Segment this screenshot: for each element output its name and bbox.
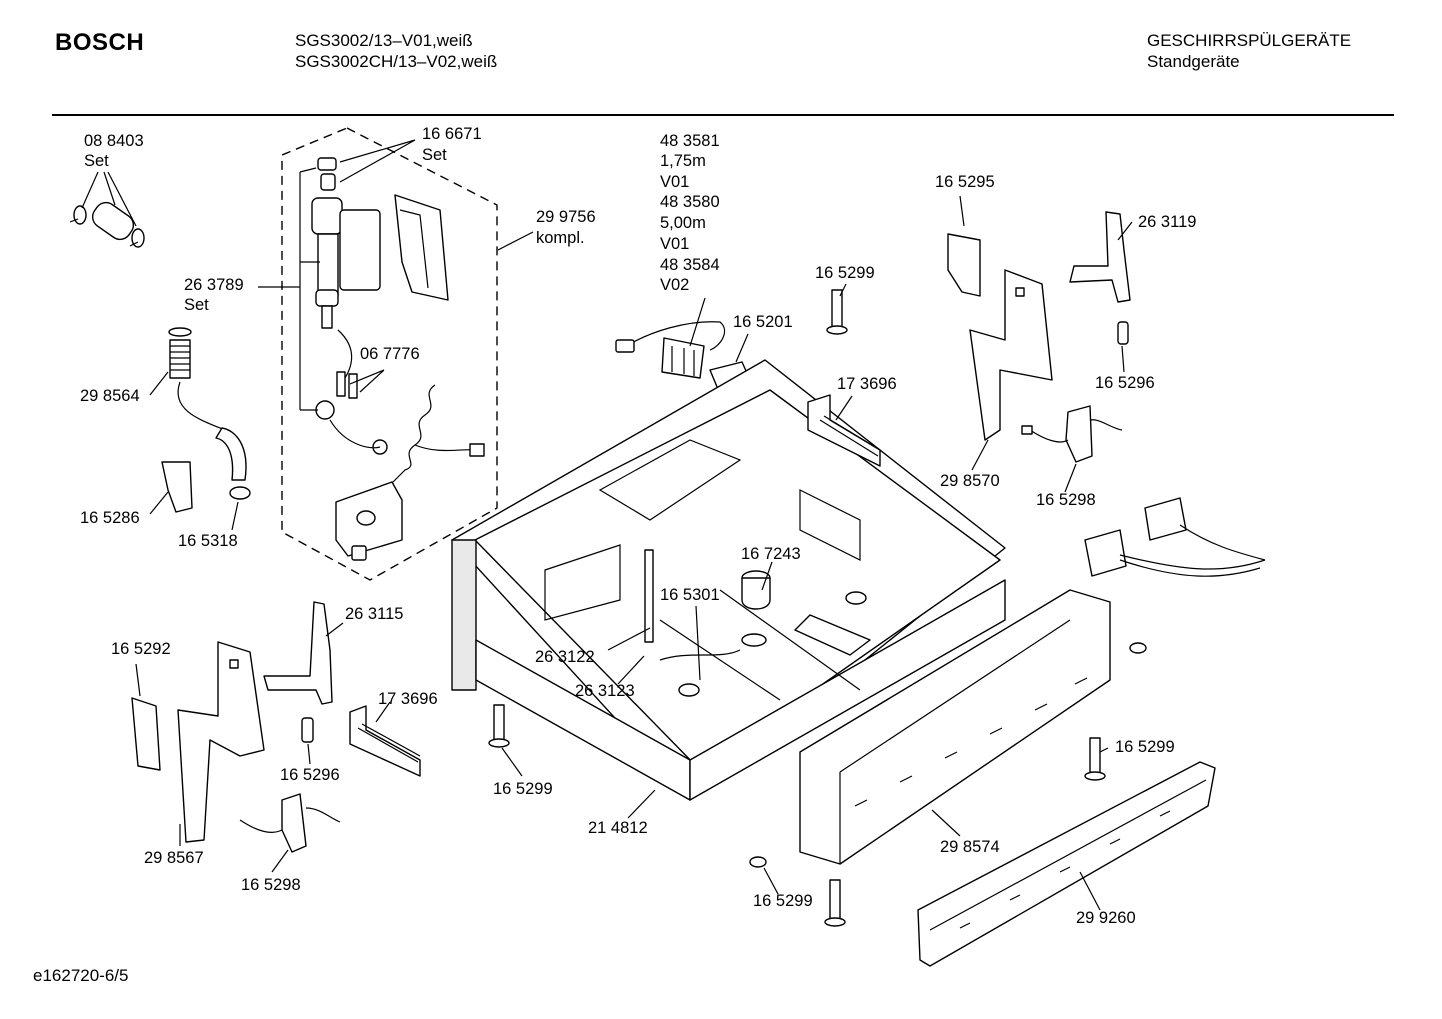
label-167243: 16 7243 xyxy=(741,545,801,563)
label-483584: 48 3584 xyxy=(660,256,720,274)
bracket-29-8567 xyxy=(177,641,265,843)
label-298570: 29 8570 xyxy=(940,472,1000,490)
screw-small-right xyxy=(1129,642,1147,654)
spring-17-3696-right xyxy=(807,394,881,467)
valve-group-outline xyxy=(281,127,498,581)
clip-16-5286 xyxy=(161,461,193,513)
clip-16-5296-right xyxy=(1117,321,1129,345)
label-165286: 16 5286 xyxy=(80,509,140,527)
leader-lines xyxy=(81,139,1133,911)
part-labels: 08 8403 Set 16 6671 Set 29 9756 kompl. 2… xyxy=(80,125,1196,927)
wire-harness-connector xyxy=(1084,497,1266,577)
model-line-1: SGS3002/13–V01,weiß xyxy=(295,31,473,50)
clip-16-5296-left xyxy=(301,717,314,743)
front-panel-29-8574 xyxy=(799,589,1111,865)
cover-16-5292 xyxy=(131,697,161,771)
screw-16-5299-bottom xyxy=(749,856,846,927)
label-263789: 26 3789 xyxy=(184,276,244,294)
label-088403: 08 8403 xyxy=(84,132,144,150)
label-165298-right: 16 5298 xyxy=(1036,491,1096,509)
valve-bracket xyxy=(335,481,403,561)
label-483581: 48 3581 xyxy=(660,132,720,150)
label-299756: 29 9756 xyxy=(536,208,596,226)
label-298567: 29 8567 xyxy=(144,849,204,867)
label-165299-right: 16 5299 xyxy=(1115,738,1175,756)
label-214812: 21 4812 xyxy=(588,819,648,837)
label-067776: 06 7776 xyxy=(360,345,420,363)
category-title: GESCHIRRSPÜLGERÄTE xyxy=(1147,31,1352,50)
label-166671: 16 6671 xyxy=(422,125,482,143)
label-v01-a: V01 xyxy=(660,173,689,191)
label-483580: 48 3580 xyxy=(660,193,720,211)
cover-16-5295 xyxy=(947,233,981,297)
screw-16-5299-right xyxy=(1084,737,1106,781)
bracket-26-3119 xyxy=(1069,211,1131,303)
label-263123: 26 3123 xyxy=(575,682,635,700)
sensor-16-5298-left xyxy=(239,793,341,853)
label-165299-top: 16 5299 xyxy=(815,264,875,282)
label-165318: 16 5318 xyxy=(178,532,238,550)
label-165299-mid: 16 5299 xyxy=(493,780,553,798)
screw-16-5299-mid xyxy=(488,704,510,748)
brand-logo: BOSCH xyxy=(55,29,145,56)
screw-16-5299-top xyxy=(826,289,848,335)
label-298564: 29 8564 xyxy=(80,387,140,405)
label-263122: 26 3122 xyxy=(535,648,595,666)
bracket-26-3115 xyxy=(263,601,333,705)
label-len-175: 1,75m xyxy=(660,152,706,170)
label-v01-b: V01 xyxy=(660,235,689,253)
spring-17-3696-left xyxy=(349,705,421,777)
model-line-2: SGS3002CH/13–V02,weiß xyxy=(295,52,498,71)
label-173696-right: 17 3696 xyxy=(837,375,897,393)
label-166671-set: Set xyxy=(422,146,447,164)
label-165295: 16 5295 xyxy=(935,173,995,191)
label-len-500: 5,00m xyxy=(660,214,706,232)
corrugated-hose-16-5318 xyxy=(215,427,251,500)
hose-spring-29-8564 xyxy=(168,327,192,379)
label-165296-left: 16 5296 xyxy=(280,766,340,784)
label-299756-kompl: kompl. xyxy=(536,229,585,247)
label-298574: 29 8574 xyxy=(940,838,1000,856)
label-263115: 26 3115 xyxy=(345,605,403,623)
label-165301: 16 5301 xyxy=(660,586,720,604)
inlet-valve-assembly xyxy=(311,157,449,420)
label-173696-left: 17 3696 xyxy=(378,690,438,708)
label-v02: V02 xyxy=(660,276,689,294)
label-263119: 26 3119 xyxy=(1138,213,1196,231)
plinth-29-9260 xyxy=(917,761,1216,967)
coiled-cable xyxy=(329,384,485,486)
bracket-29-8570 xyxy=(969,269,1053,441)
sensor-16-5298-right xyxy=(1021,405,1123,463)
power-cable-set xyxy=(615,321,725,379)
base-tub-21-4812 xyxy=(451,359,1006,801)
label-088403-set: Set xyxy=(84,152,109,170)
label-263789-set: Set xyxy=(184,296,209,314)
label-165296-right: 16 5296 xyxy=(1095,374,1155,392)
label-165292: 16 5292 xyxy=(111,640,171,658)
hose-clamp-set xyxy=(69,201,145,248)
subcategory-title: Standgeräte xyxy=(1147,52,1240,71)
label-165298-left: 16 5298 xyxy=(241,876,301,894)
label-165201: 16 5201 xyxy=(733,313,793,331)
label-165299-bottom: 16 5299 xyxy=(753,892,813,910)
document-id: e162720-6/5 xyxy=(33,966,129,985)
header-divider xyxy=(52,114,1394,116)
label-299260: 29 9260 xyxy=(1076,909,1136,927)
drain-hose xyxy=(177,381,226,431)
